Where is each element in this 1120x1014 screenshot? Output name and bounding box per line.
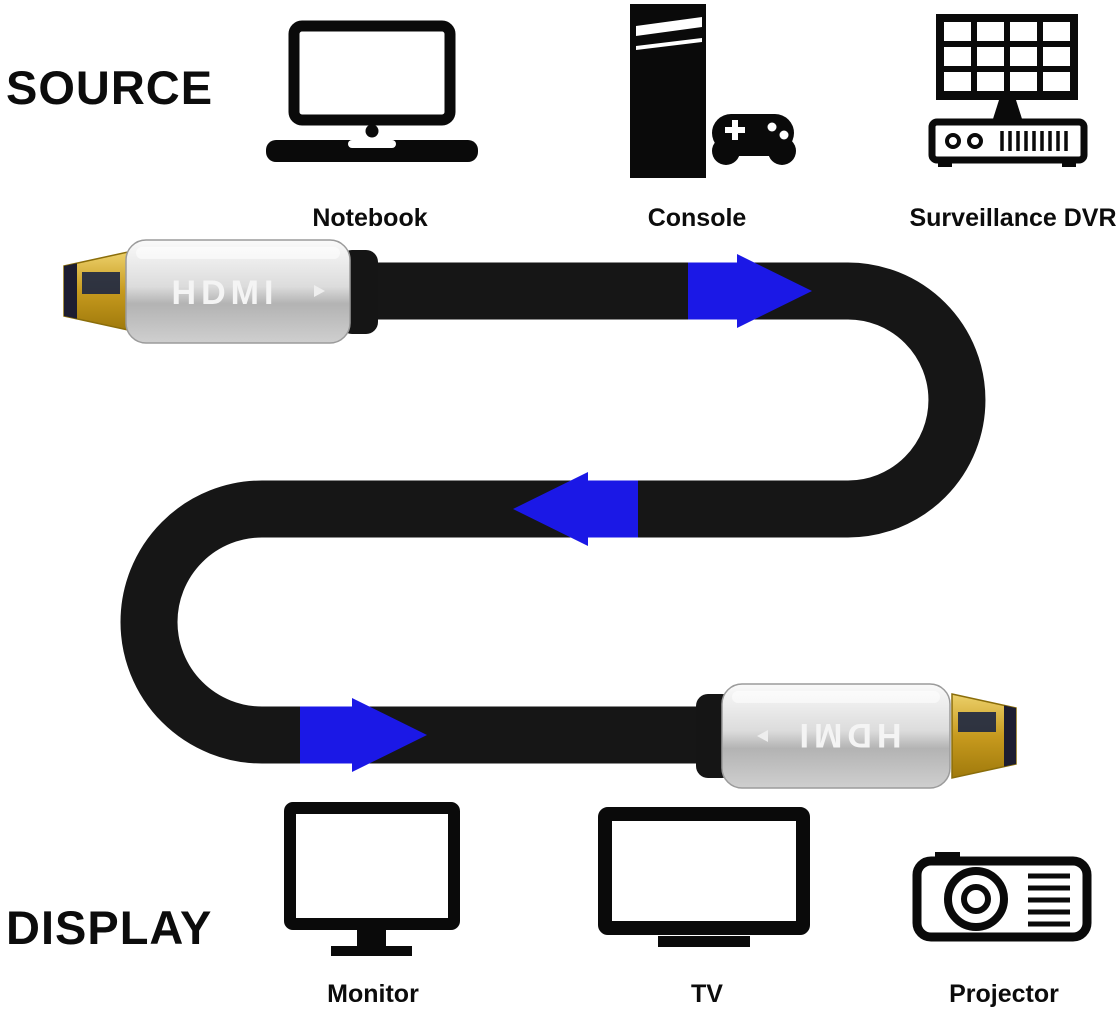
flow-arrow-top-right-icon xyxy=(688,254,812,328)
monitor-label: Monitor xyxy=(327,980,419,1008)
tv-icon xyxy=(598,807,810,947)
cable-path xyxy=(120,262,986,764)
hdmi-connector-bottom-text: HDMI xyxy=(795,716,902,754)
projector-icon xyxy=(912,852,1092,942)
projector-label: Projector xyxy=(949,980,1059,1008)
hdmi-connector-top-text: HDMI xyxy=(172,274,279,312)
tv-label: TV xyxy=(691,980,723,1008)
display-section-label: DISPLAY xyxy=(6,901,213,954)
console-icon xyxy=(630,4,796,178)
source-section-label: SOURCE xyxy=(6,61,214,114)
hdmi-connector-top-icon: HDMI xyxy=(63,239,378,344)
notebook-label: Notebook xyxy=(312,204,428,232)
notebook-icon xyxy=(266,20,478,162)
console-label: Console xyxy=(647,204,747,232)
flow-arrow-bottom-right-icon xyxy=(300,698,427,772)
hdmi-connector-bottom-icon: HDMI xyxy=(696,683,1017,789)
surveillance-dvr-icon xyxy=(928,14,1088,167)
surveillance-dvr-label: Surveillance DVR xyxy=(909,204,1117,232)
monitor-icon xyxy=(284,802,460,956)
flow-arrow-middle-left-icon xyxy=(513,472,638,546)
